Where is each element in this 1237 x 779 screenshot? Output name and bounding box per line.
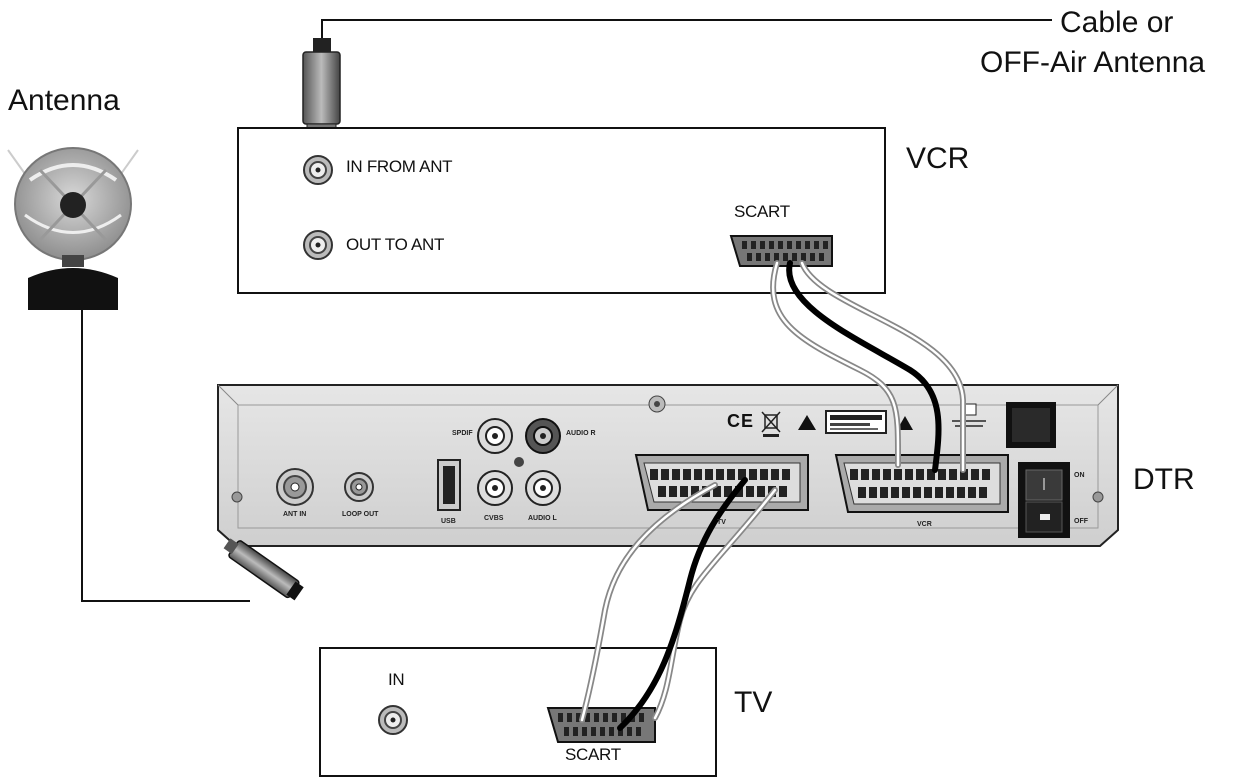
dtr-audio-r-connector[interactable] — [525, 418, 561, 454]
dtr-usb-port[interactable] — [437, 459, 461, 511]
dtr-ant-in-connector[interactable] — [276, 468, 314, 506]
vcr-out-to-ant-connector[interactable] — [303, 230, 333, 260]
dtr-antenna-plug[interactable] — [221, 535, 305, 602]
dtr-hazard-triangle-icon — [897, 416, 913, 430]
vcr-out-to-ant-label: OUT TO ANT — [346, 235, 445, 254]
tv-scart-connector[interactable] — [546, 707, 656, 743]
dtr-cvbs-label: CVBS — [484, 515, 504, 522]
vcr-scart-label: SCART — [734, 202, 790, 221]
tv-label: TV — [734, 686, 773, 719]
dtr-on-label: ON — [1074, 472, 1085, 479]
dtr-spdif-label: SPDIF — [452, 430, 473, 437]
dtr-spdif-connector[interactable] — [477, 418, 513, 454]
cable-source-label-line1: Cable or — [1060, 6, 1174, 39]
cable-source-label-line2: OFF-Air Antenna — [980, 46, 1206, 79]
dtr-ant-in-label: ANT IN — [283, 511, 307, 518]
dtr-weee-icon — [761, 411, 781, 437]
dtr-center-screw-icon — [514, 457, 524, 467]
dtr-tv-scart-label: TV — [717, 519, 726, 526]
dtr-vcr-scart-label: VCR — [917, 521, 932, 528]
dtr-rating-label — [825, 410, 887, 434]
tv-in-connector[interactable] — [378, 705, 408, 735]
tv-scart-label: SCART — [565, 745, 621, 764]
antenna-wire — [81, 320, 250, 602]
dtr-usb-label: USB — [441, 518, 456, 525]
cable-input-wire — [321, 19, 1052, 40]
dtr-power-inlet[interactable] — [1006, 402, 1056, 448]
vcr-scart-connector[interactable] — [729, 235, 833, 267]
vcr-in-from-ant-connector[interactable] — [303, 155, 333, 185]
antenna-label: Antenna — [8, 84, 120, 117]
vcr-dtr-scart-cable — [770, 260, 966, 473]
cable-input-plug[interactable] — [302, 38, 341, 139]
dtr-audio-l-connector[interactable] — [525, 470, 561, 506]
dtr-tv-scart-cable — [579, 477, 778, 731]
antenna-icon — [7, 147, 139, 322]
dtr-audio-r-label: AUDIO R — [566, 430, 596, 437]
dtr-loop-out-label: LOOP OUT — [342, 511, 379, 518]
dtr-loop-out-connector[interactable] — [344, 472, 374, 502]
vcr-label: VCR — [906, 142, 970, 175]
dtr-ce-mark: CE — [727, 411, 755, 431]
dtr-label: DTR — [1133, 463, 1195, 496]
dtr-power-switch[interactable] — [1018, 462, 1070, 538]
dtr-off-label: OFF — [1074, 518, 1088, 525]
dtr-vcr-scart-connector[interactable] — [834, 454, 1009, 513]
dtr-audio-l-label: AUDIO L — [528, 515, 557, 522]
dtr-warning-triangle-icon — [798, 415, 816, 430]
tv-in-label: IN — [388, 670, 405, 689]
dtr-tv-scart-connector[interactable] — [634, 454, 809, 511]
vcr-in-from-ant-label: IN FROM ANT — [346, 157, 453, 176]
dtr-cvbs-connector[interactable] — [477, 470, 513, 506]
